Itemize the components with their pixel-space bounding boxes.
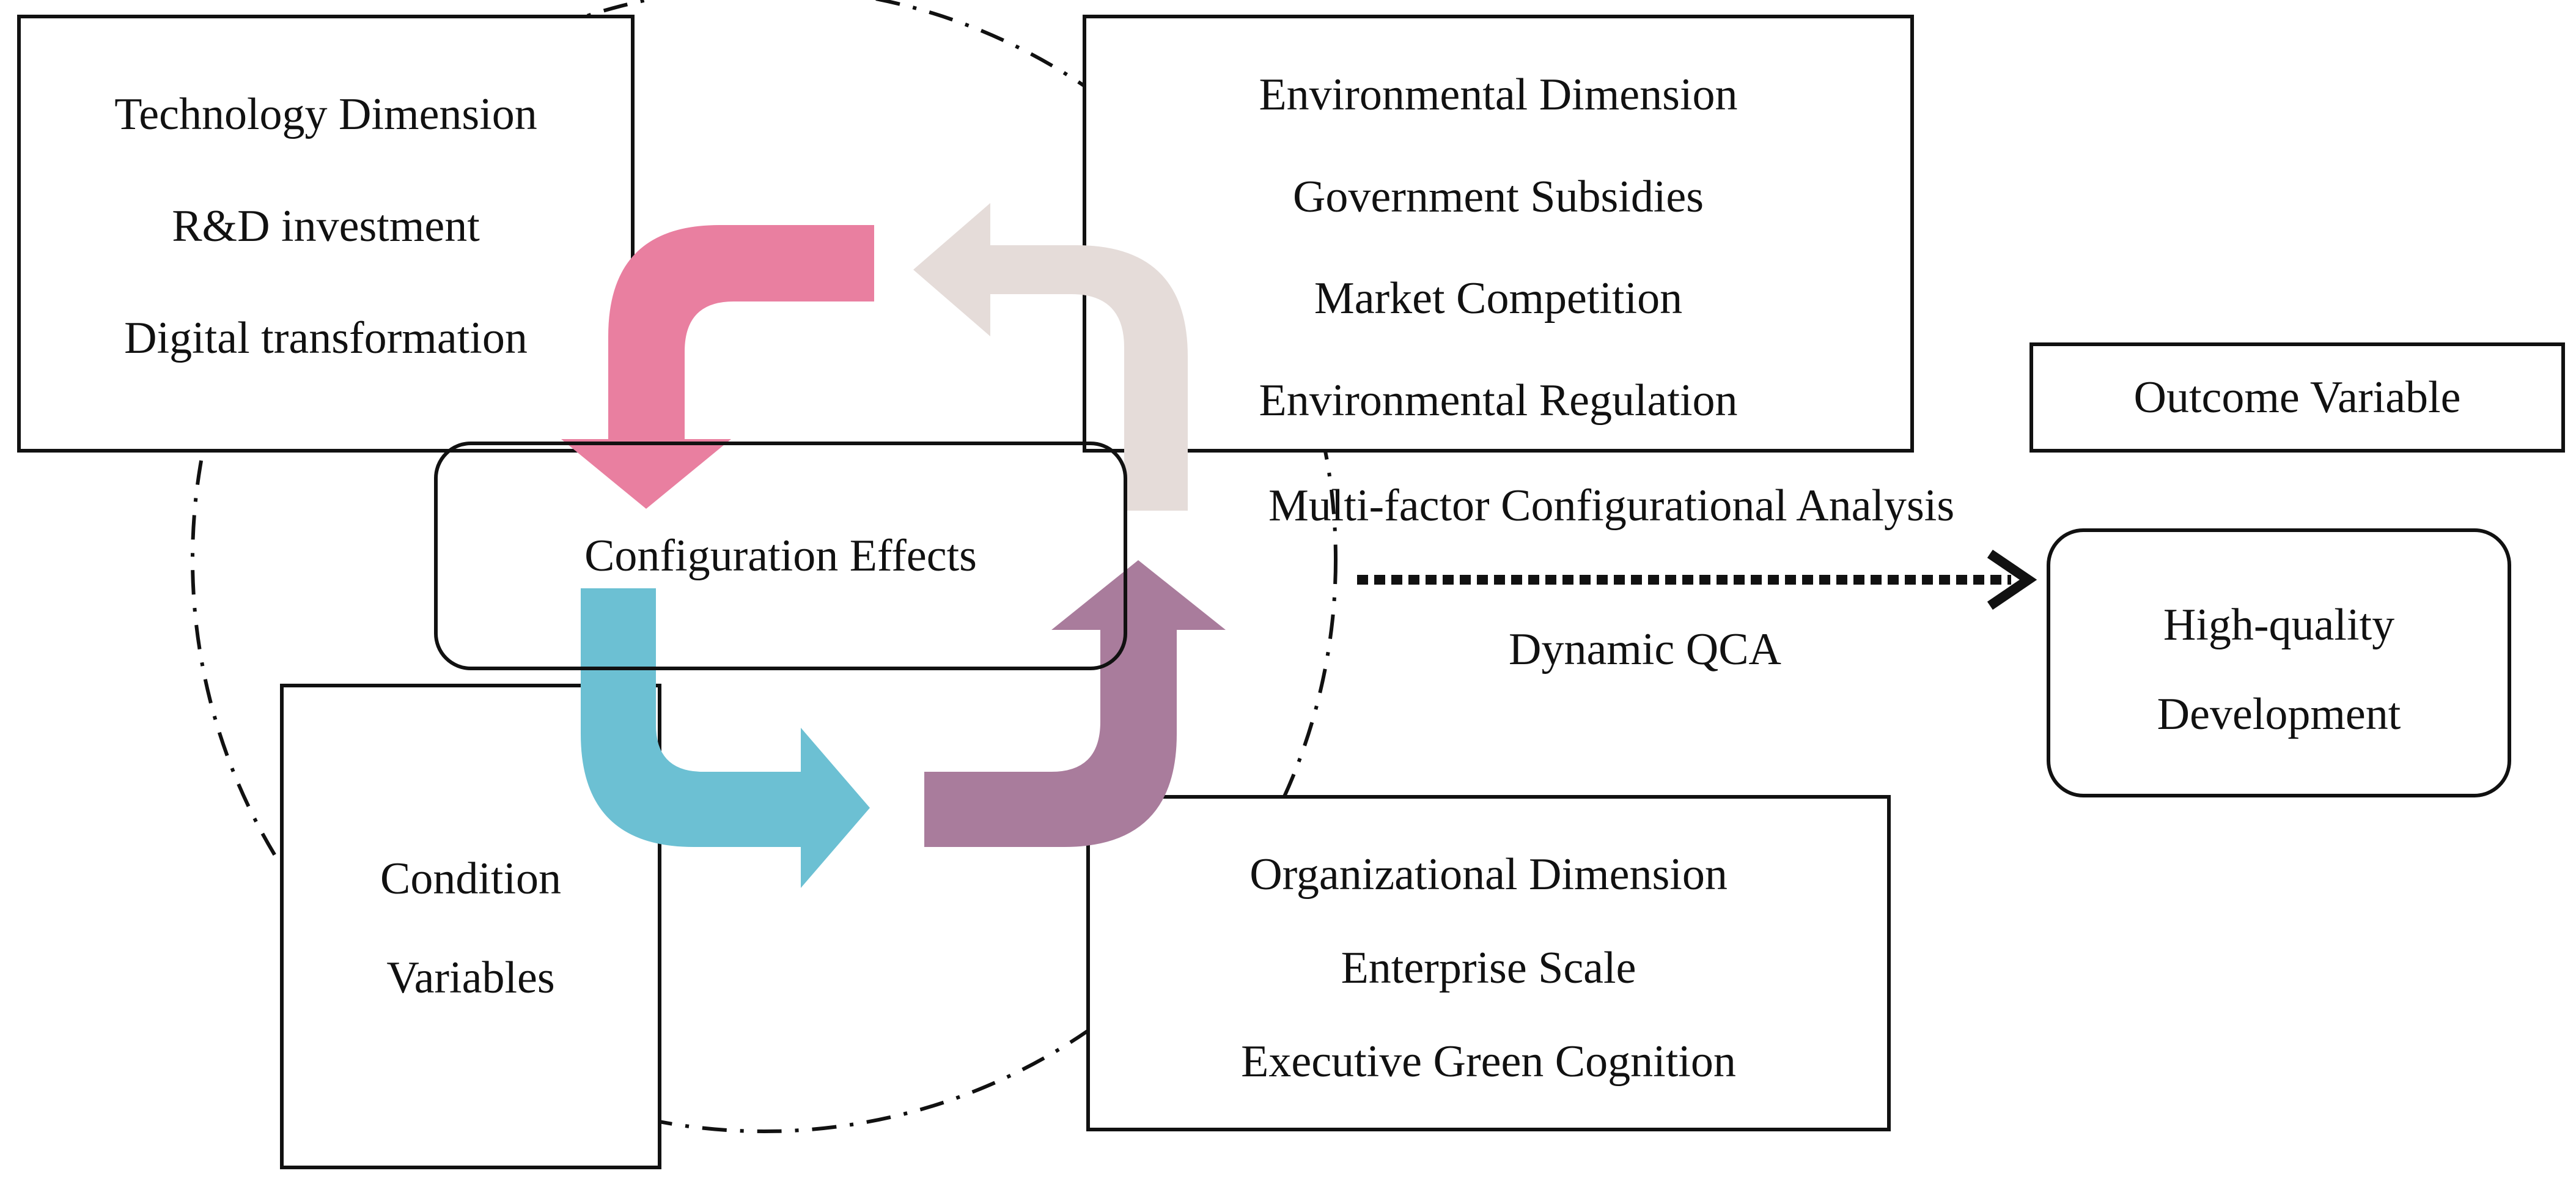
technology-item-rd: R&D investment (172, 201, 480, 251)
technology-item-digital: Digital transformation (124, 313, 528, 363)
outcome-variable-label: Outcome Variable (2133, 372, 2461, 423)
organizational-item-scale: Enterprise Scale (1341, 943, 1636, 993)
configuration-effects-text: Configuration Effects (434, 442, 1127, 670)
environmental-item-competition: Market Competition (1314, 273, 1683, 324)
blue-cycle-arrow (581, 588, 870, 888)
outcome-variable-text: Outcome Variable (2030, 342, 2565, 453)
technology-text: Technology Dimension R&D investment Digi… (17, 92, 635, 361)
condition-text: Condition Variables (280, 856, 661, 1000)
environmental-title: Environmental Dimension (1259, 70, 1738, 120)
organizational-item-cognition: Executive Green Cognition (1241, 1037, 1736, 1087)
beige-cycle-arrow (913, 203, 1188, 511)
pink-cycle-arrow (561, 225, 874, 509)
environmental-item-regulation: Environmental Regulation (1259, 375, 1738, 426)
organizational-title: Organizational Dimension (1249, 849, 1728, 900)
connector-arrowhead (1987, 549, 2037, 610)
configuration-circle (191, 0, 1338, 1133)
high-quality-development-text: High-quality Development (2047, 602, 2511, 737)
organizational-box (1086, 795, 1891, 1131)
result-line1: High-quality (2163, 600, 2395, 650)
high-quality-development-box (2047, 528, 2511, 797)
purple-cycle-arrow (924, 560, 1226, 847)
analysis-label: Multi-factor Configurational Analysis (1268, 481, 1955, 531)
technology-title: Technology Dimension (114, 89, 537, 139)
condition-line1: Condition (380, 854, 562, 904)
outcome-variable-box (2030, 342, 2565, 453)
configuration-effects-label: Configuration Effects (584, 531, 977, 581)
configuration-effects-box (434, 442, 1127, 670)
method-label: Dynamic QCA (1509, 624, 1781, 675)
organizational-text: Organizational Dimension Enterprise Scal… (1086, 852, 1891, 1084)
environmental-box (1083, 15, 1914, 453)
environmental-item-subsidies: Government Subsidies (1292, 171, 1704, 222)
result-line2: Development (2157, 689, 2401, 739)
condition-line2: Variables (386, 953, 555, 1003)
technology-box (17, 15, 635, 453)
environmental-text: Environmental Dimension Government Subsi… (1083, 72, 1914, 423)
